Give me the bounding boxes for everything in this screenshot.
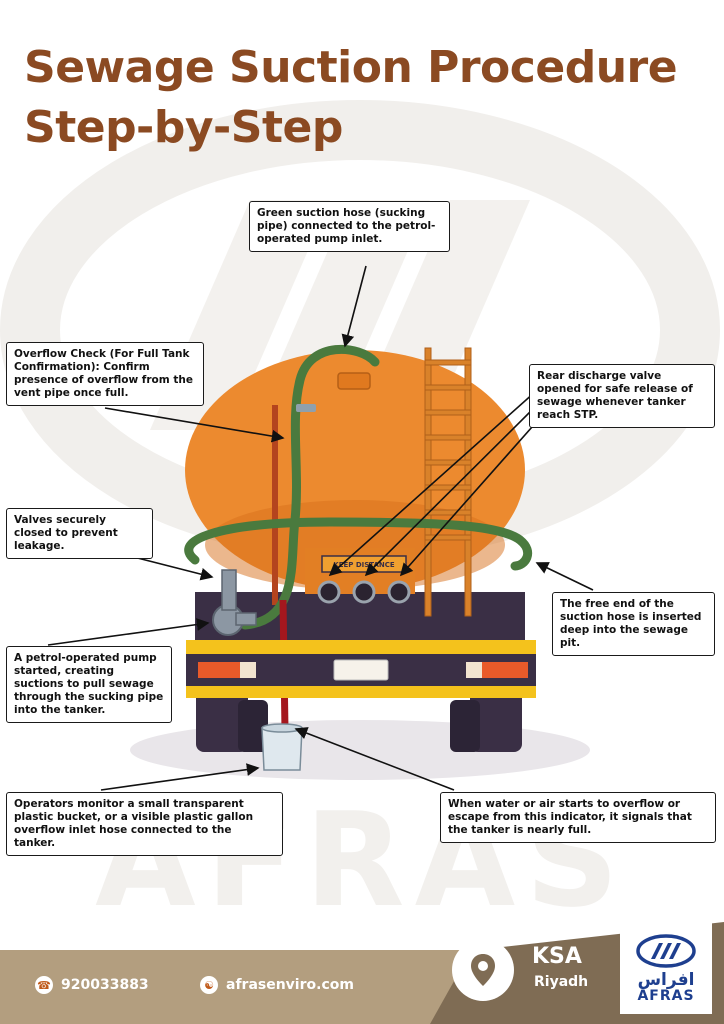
inner-tire-right: [450, 700, 480, 752]
callout-overflow-check: Overflow Check (For Full Tank Confirmati…: [6, 342, 204, 406]
footer-website[interactable]: ☯ afrasenviro.com: [200, 976, 354, 994]
location-pin-icon: [471, 954, 495, 986]
overflow-bucket: [261, 723, 303, 771]
title-line-2: Step-by-Step: [24, 102, 343, 153]
logo-latin-text: AFRAS: [637, 988, 695, 1004]
callout-valves-closed: Valves securely closed to prevent leakag…: [6, 508, 153, 559]
footer-phone-number: 920033883: [61, 977, 149, 993]
tail-light-left: [198, 662, 250, 678]
page-title: Sewage Suction Procedure Step-by-Step: [24, 38, 704, 158]
rear-bumper-bottom: [186, 686, 536, 698]
tail-light-right: [478, 662, 528, 678]
globe-icon: ☯: [200, 976, 218, 994]
footer-website-url: afrasenviro.com: [226, 977, 354, 993]
discharge-valve-1: [317, 580, 341, 604]
callout-rear-valve: Rear discharge valve opened for safe rel…: [529, 364, 715, 428]
inner-tire-left: [238, 700, 268, 752]
rear-tire-right: [470, 690, 522, 752]
afras-logo-icon: [636, 934, 696, 968]
callout-free-end: The free end of the suction hose is inse…: [552, 592, 715, 656]
license-plate: [333, 659, 389, 681]
callout-operators-monitor: Operators monitor a small transparent pl…: [6, 792, 283, 856]
callout-overflow-signal: When water or air starts to overflow or …: [440, 792, 716, 843]
hose-clamp: [296, 404, 316, 412]
location-city: Riyadh: [534, 974, 589, 990]
warning-plate-text: KEEP DISTANCE: [333, 561, 395, 569]
location-country: KSA: [532, 944, 582, 969]
footer-phone[interactable]: ☎ 920033883: [35, 976, 149, 994]
location-badge: [452, 939, 514, 1001]
vent-pipe: [272, 405, 278, 605]
tail-light-right-clear: [466, 662, 482, 678]
callout-pump-started: A petrol-operated pump started, creating…: [6, 646, 172, 723]
rear-bumper-top: [186, 640, 536, 654]
discharge-valve-2: [352, 580, 376, 604]
title-line-1: Sewage Suction Procedure: [24, 42, 678, 93]
callout-suction-hose: Green suction hose (sucking pipe) connec…: [249, 201, 450, 252]
phone-icon: ☎: [35, 976, 53, 994]
petrol-pump: [212, 569, 257, 636]
tail-light-left-clear: [240, 662, 256, 678]
tank-hatch: [337, 372, 371, 390]
afras-logo: افراس AFRAS: [620, 922, 712, 1014]
rear-tire-left: [196, 690, 248, 752]
logo-arabic-text: افراس: [637, 970, 695, 990]
discharge-valve-3: [387, 580, 411, 604]
